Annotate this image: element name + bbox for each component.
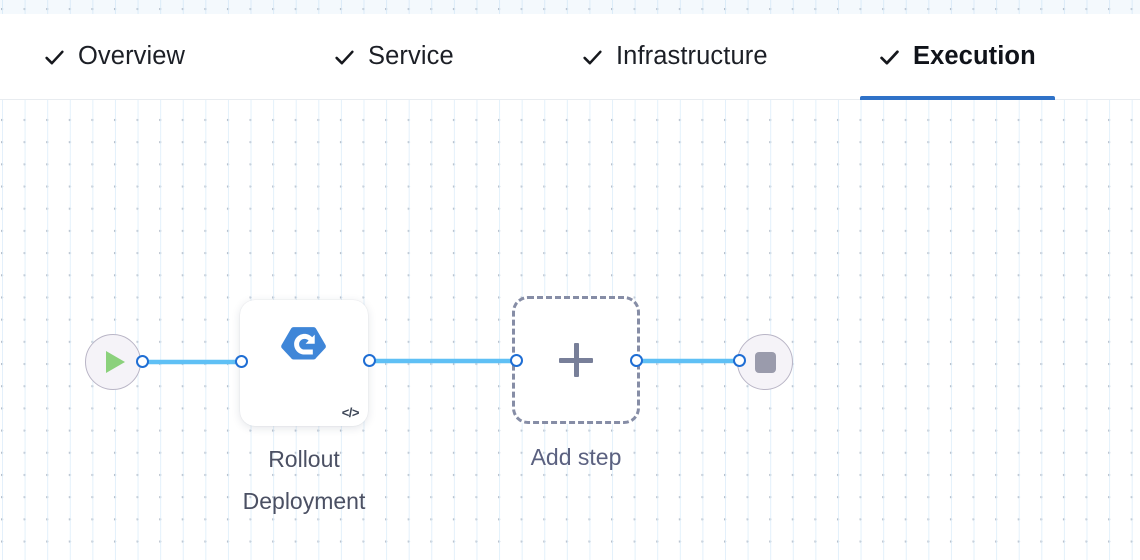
- tab-service-label: Service: [368, 42, 454, 71]
- rollout-deployment-step[interactable]: </>: [240, 300, 368, 426]
- tab-service[interactable]: Service: [312, 14, 476, 100]
- check-icon: [879, 47, 900, 68]
- port-rollout-out[interactable]: [363, 354, 376, 367]
- port-addstep-out[interactable]: [630, 354, 643, 367]
- port-end-in[interactable]: [733, 354, 746, 367]
- add-step-label: Add step: [530, 444, 622, 470]
- port-start-out[interactable]: [136, 355, 149, 368]
- port-rollout-in[interactable]: [235, 355, 248, 368]
- stop-icon: [754, 351, 776, 373]
- play-icon: [106, 351, 125, 373]
- check-icon: [44, 47, 65, 68]
- execution-flow-diagram: </> Rollout Deployment Add step: [0, 100, 1140, 560]
- tab-execution-label: Execution: [913, 42, 1036, 71]
- tab-overview-label: Overview: [78, 42, 186, 71]
- code-badge-icon[interactable]: </>: [341, 405, 360, 420]
- plus-icon: [559, 343, 593, 377]
- check-icon: [334, 47, 355, 68]
- tab-infrastructure-label: Infrastructure: [616, 42, 768, 71]
- tab-execution[interactable]: Execution: [857, 14, 1058, 100]
- tab-overview[interactable]: Overview: [22, 14, 207, 100]
- tab-active-indicator: [860, 96, 1055, 100]
- rollout-deployment-label: Rollout Deployment: [242, 446, 366, 514]
- canvas-top-strip: [0, 0, 1140, 14]
- tab-infrastructure[interactable]: Infrastructure: [560, 14, 790, 100]
- rollout-deployment-icon: [281, 321, 327, 367]
- check-icon: [582, 47, 603, 68]
- pipeline-start-node[interactable]: [85, 334, 141, 390]
- add-step-placeholder[interactable]: [512, 296, 640, 424]
- port-addstep-in[interactable]: [510, 354, 523, 367]
- pipeline-stage-tabs: Overview Service Infrastructure Executio…: [0, 14, 1140, 100]
